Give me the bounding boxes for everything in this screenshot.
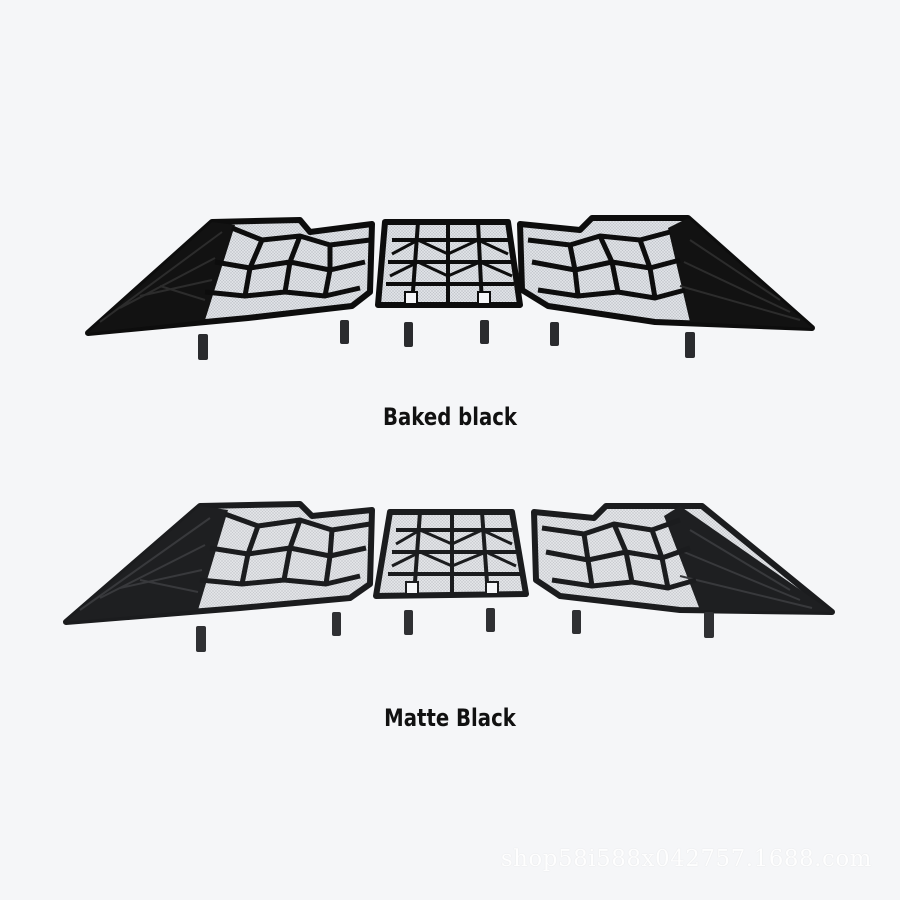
grille-panel-left-icon	[85, 217, 375, 336]
mounting-clip-icon	[196, 608, 714, 652]
grille-panel-right-icon	[517, 215, 815, 331]
grille-panel-right-icon	[531, 503, 835, 615]
product-caption-matte-black: Matte Black	[384, 704, 516, 732]
grille-panel-center-icon	[373, 509, 529, 599]
watermark: shop58i588x042757.1688.com	[500, 846, 872, 872]
grille-set-matte-black	[0, 495, 900, 665]
mounting-clip-icon	[198, 320, 695, 360]
grille-panel-center-icon	[375, 219, 523, 308]
grille-set-matte-black-image	[63, 501, 835, 652]
grille-set-baked-black-image	[85, 215, 815, 360]
product-caption-baked-black: Baked black	[383, 403, 517, 431]
grille-panel-left-icon	[63, 501, 375, 625]
grille-set-baked-black	[0, 205, 900, 385]
